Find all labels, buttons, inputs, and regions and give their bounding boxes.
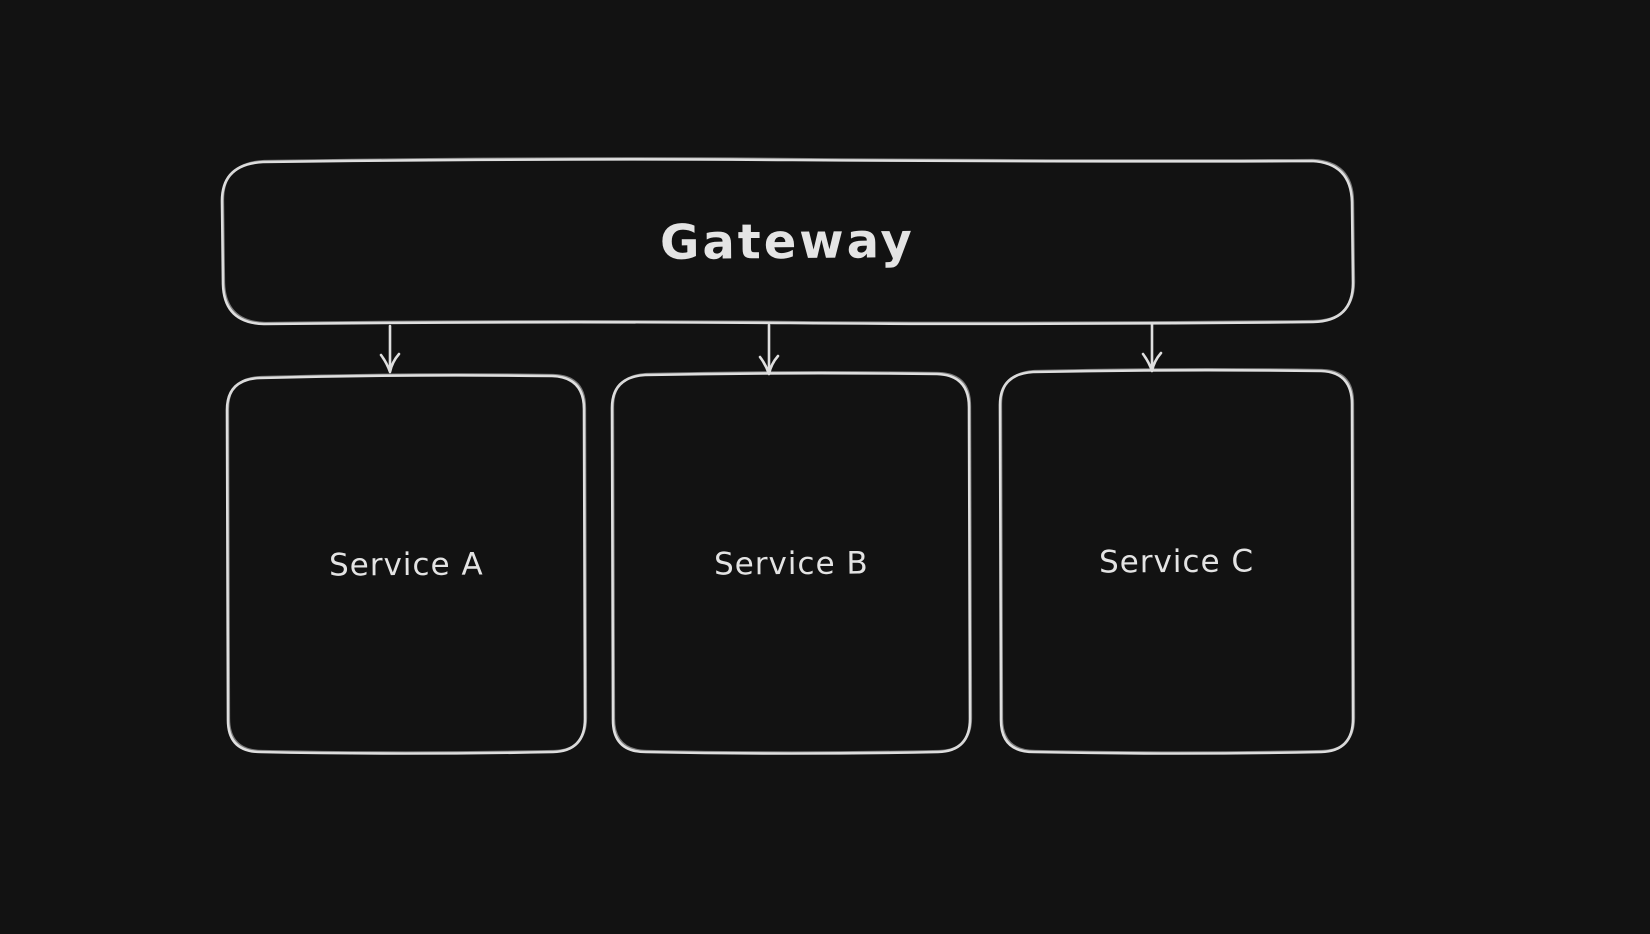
node-service-b[interactable]: Service B [612, 374, 970, 753]
service-b-label: Service B [713, 544, 869, 583]
arrow-gateway-to-service-a[interactable] [379, 324, 401, 374]
arrow-gateway-to-service-c[interactable] [1141, 322, 1163, 373]
node-gateway[interactable]: Gateway [222, 160, 1353, 324]
node-service-a[interactable]: Service A [227, 376, 585, 753]
service-a-label: Service A [328, 545, 484, 584]
gateway-label: Gateway [659, 213, 916, 271]
node-service-c[interactable]: Service C [1000, 371, 1353, 753]
service-c-label: Service C [1098, 543, 1255, 581]
arrow-gateway-to-service-b[interactable] [758, 323, 780, 376]
